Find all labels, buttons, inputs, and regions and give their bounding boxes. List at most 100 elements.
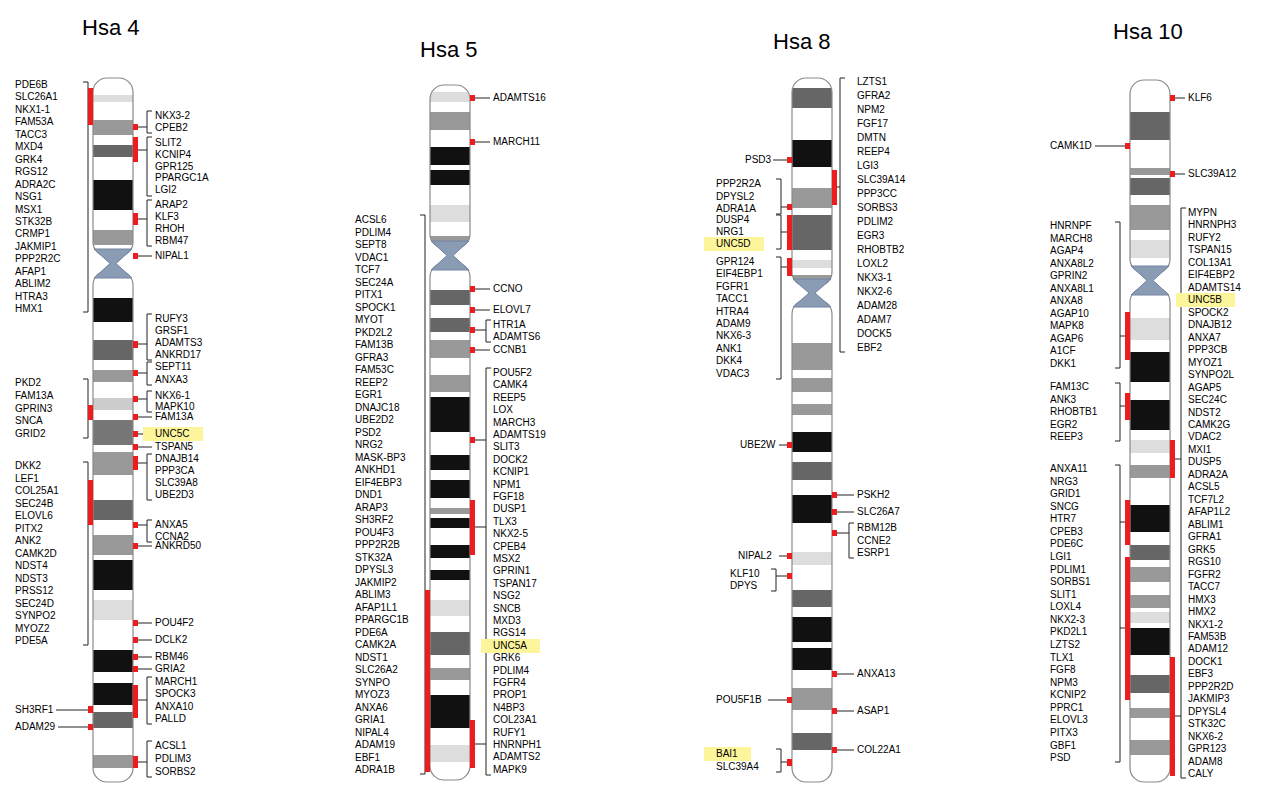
chromosome-band xyxy=(93,420,133,445)
gene-label: SEC24D xyxy=(15,598,54,610)
leader-line xyxy=(138,623,152,624)
gene-label: PDE6C xyxy=(1050,538,1083,550)
gene-label: ELOVL7 xyxy=(493,304,531,316)
gene-label: HNRNPF xyxy=(1050,220,1092,232)
gene-label: ADAM7 xyxy=(857,314,891,326)
gene-label: UBE2D3 xyxy=(155,489,194,501)
leader-line xyxy=(138,546,152,547)
gene-label: SEC24A xyxy=(355,277,393,289)
gene-label: GRID2 xyxy=(15,428,46,440)
gene-label: EBF3 xyxy=(1188,668,1213,680)
bracket xyxy=(776,215,781,249)
chromosome-band xyxy=(430,397,470,432)
chromosome-band xyxy=(430,745,470,762)
chromosome-band xyxy=(93,298,133,322)
gene-label: MAPK9 xyxy=(493,764,527,776)
chromosome-band xyxy=(430,480,470,498)
chromosome-arm xyxy=(792,78,832,286)
gene-label: SLC39A12 xyxy=(1188,168,1236,180)
gene-label: RGS12 xyxy=(15,166,48,178)
highlight-box: UNC5C xyxy=(143,427,203,441)
chromosome-band xyxy=(1130,465,1170,478)
gene-label: GBF1 xyxy=(1050,740,1076,752)
chromosome-band xyxy=(93,370,133,382)
gene-label: FGFR1 xyxy=(716,281,749,293)
gene-label: MARCH11 xyxy=(493,136,540,148)
chromosome-band xyxy=(1130,400,1170,430)
highlight-box: BAI1 xyxy=(704,747,751,761)
chromosome-band xyxy=(93,340,133,360)
gene-label: PROP1 xyxy=(493,689,527,701)
locus-marker xyxy=(787,215,792,250)
gene-label: ADAM8 xyxy=(1188,756,1222,768)
chromosome-band xyxy=(93,120,133,135)
gene-label: PPP2R2C xyxy=(15,253,61,265)
gene-label: GFRA3 xyxy=(355,352,388,364)
gene-label: NKX3-1 xyxy=(857,272,892,284)
gene-label: POU5F2 xyxy=(493,367,532,379)
centromere xyxy=(94,249,132,278)
leader-line xyxy=(1175,459,1181,460)
gene-label: SNCG xyxy=(1050,501,1079,513)
gene-label: STK32B xyxy=(15,216,52,228)
chromosome-outline xyxy=(93,271,133,782)
chromosome-band xyxy=(93,500,133,520)
gene-label: FAM13B xyxy=(355,339,393,351)
gene-label: UNC5A xyxy=(493,640,528,652)
locus-marker xyxy=(787,258,792,276)
gene-label: MARCH1 xyxy=(155,676,197,688)
chromosome-band xyxy=(792,432,832,452)
chromosome-band xyxy=(792,343,832,370)
leader-line xyxy=(1120,336,1125,337)
gene-label: PRSS12 xyxy=(15,585,53,597)
gene-label: JAKMIP2 xyxy=(355,577,397,589)
locus-marker xyxy=(832,170,837,205)
locus-marker xyxy=(88,706,93,713)
gene-label: PDLIM2 xyxy=(857,216,893,228)
gene-label: EGR3 xyxy=(857,230,884,242)
gene-label: RGS10 xyxy=(1188,556,1221,568)
chromosome-band xyxy=(93,535,133,555)
gene-label: TSPAN15 xyxy=(1188,244,1232,256)
gene-label: NIPAL4 xyxy=(355,727,389,739)
chromosome-band xyxy=(93,560,133,590)
chromosome-arm xyxy=(93,78,133,256)
gene-label: SORBS3 xyxy=(857,202,898,214)
leader-line xyxy=(837,512,854,513)
chromosome-band xyxy=(430,205,470,222)
gene-label: SH3RF1 xyxy=(15,704,53,716)
chromosome-band xyxy=(792,140,832,167)
bracket xyxy=(147,454,152,500)
chromosome-band xyxy=(430,318,470,332)
leader-line xyxy=(138,256,152,257)
gene-label: ANXA6 xyxy=(355,702,388,714)
gene-label: ADAM12 xyxy=(1188,643,1228,655)
gene-label: MYOZ1 xyxy=(1188,357,1222,369)
chromosome-band xyxy=(792,733,832,750)
gene-label: SLIT1 xyxy=(1050,589,1077,601)
gene-label: SLC39A8 xyxy=(155,477,198,489)
locus-marker xyxy=(470,500,475,555)
locus-marker xyxy=(1170,171,1175,177)
locus-marker xyxy=(133,522,138,528)
gene-label: FGFR2 xyxy=(1188,569,1221,581)
gene-label: DMTN xyxy=(857,132,886,144)
centromere xyxy=(793,279,831,307)
leader-line xyxy=(781,232,787,233)
chromosome-band xyxy=(93,683,133,705)
gene-label: HMX3 xyxy=(1188,594,1216,606)
bracket xyxy=(147,200,152,246)
leader-line xyxy=(837,674,854,675)
gene-label: NSG2 xyxy=(493,590,520,602)
gene-label: SLC39A14 xyxy=(857,174,905,186)
gene-label: RGS14 xyxy=(493,627,526,639)
locus-marker xyxy=(133,620,138,626)
gene-label: PPP3CA xyxy=(155,465,194,477)
chromosome-band xyxy=(1130,628,1170,655)
gene-label: MAPK8 xyxy=(1050,320,1084,332)
gene-label: NKX6-1 xyxy=(155,390,190,402)
bracket xyxy=(83,462,88,645)
gene-label: PDE5A xyxy=(15,635,48,647)
gene-label: MYPN xyxy=(1188,207,1217,219)
bracket xyxy=(147,520,152,542)
